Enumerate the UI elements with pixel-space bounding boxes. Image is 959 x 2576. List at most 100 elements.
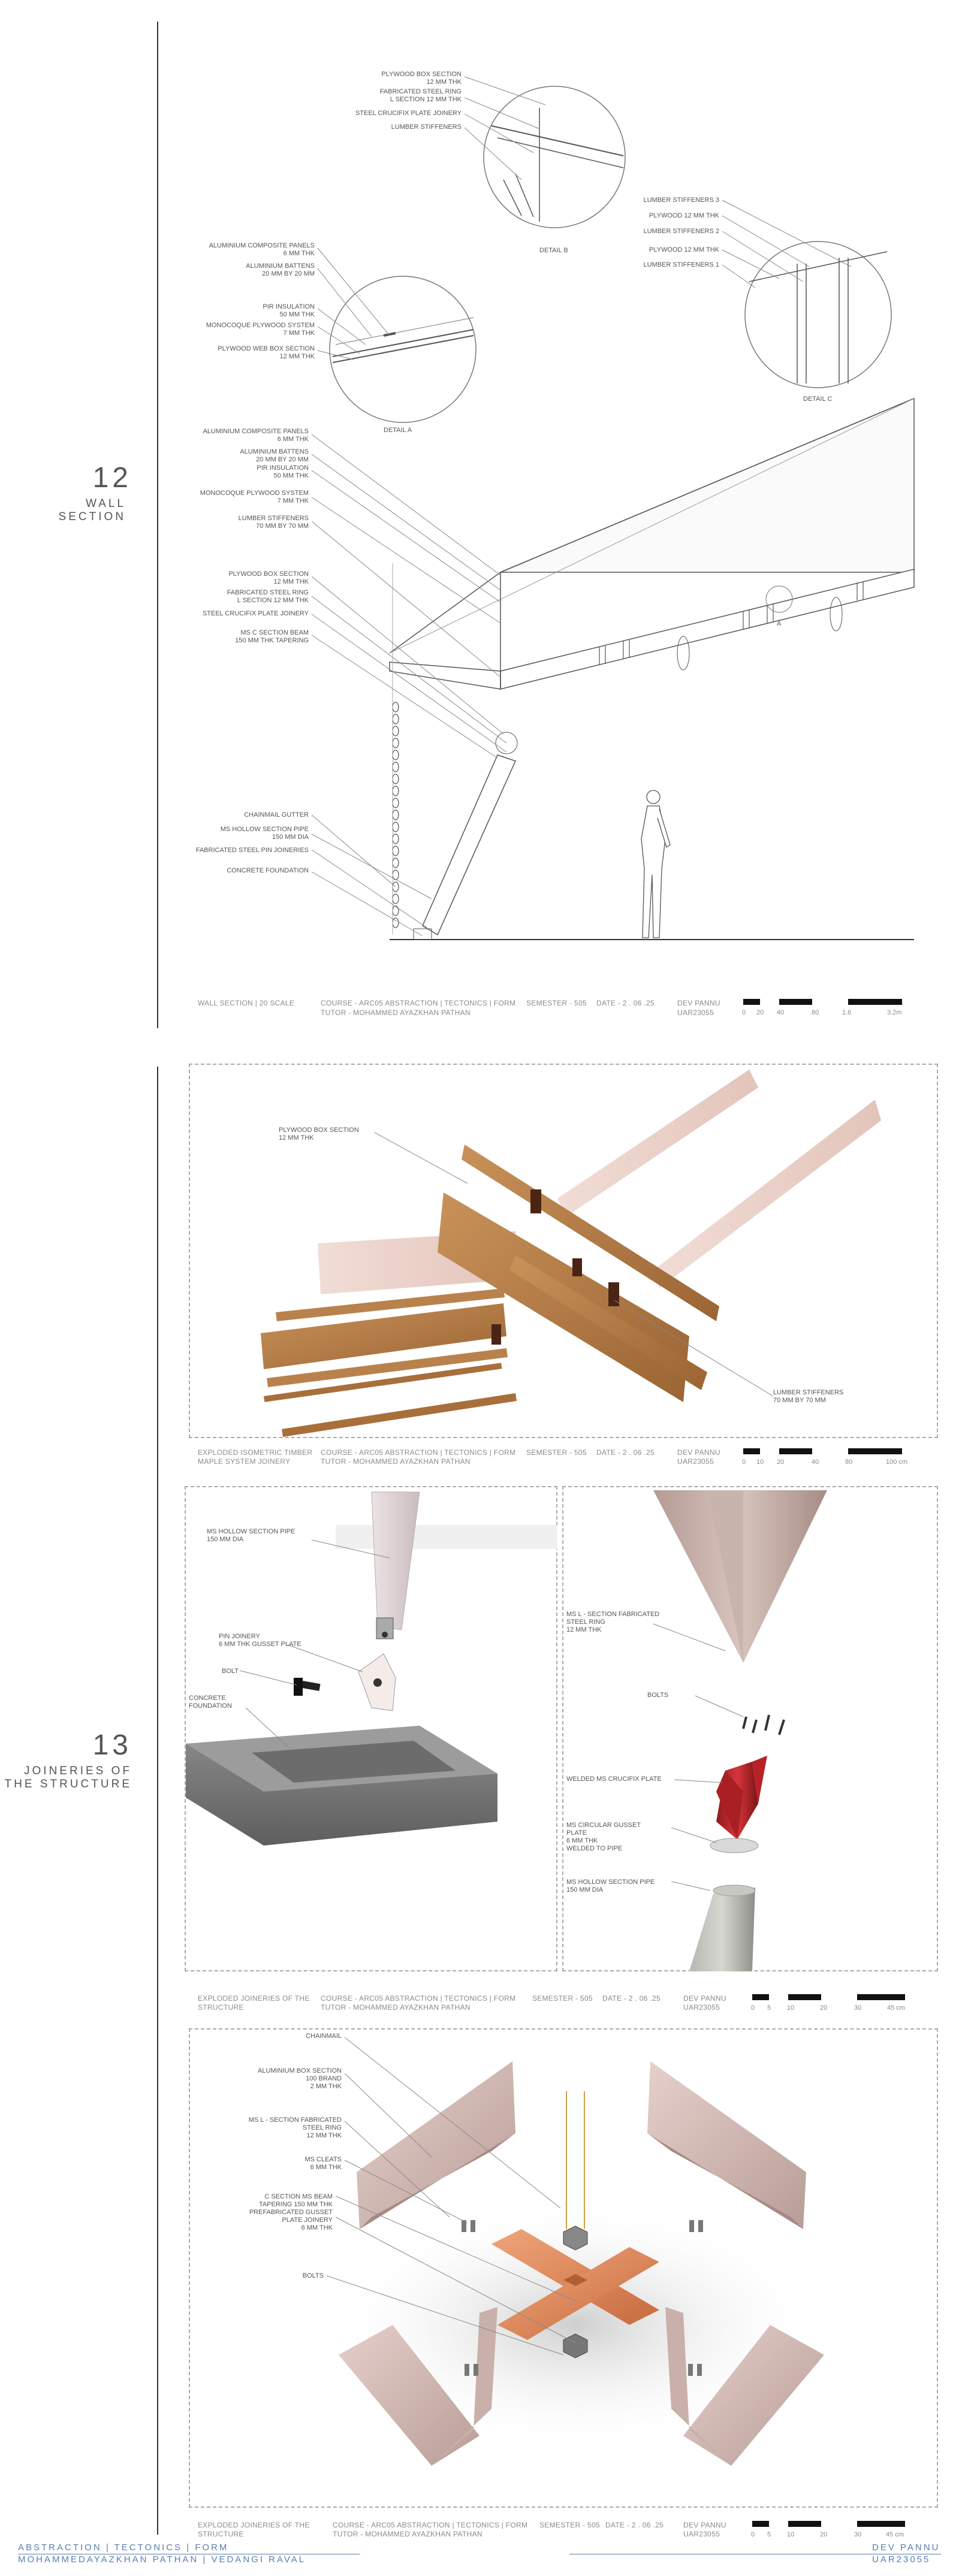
crucifix-label-4: 2 MM THK bbox=[310, 2083, 342, 2090]
tb-timber-tutor: TUTOR - MOHAMMED AYAZKHAN PATHAN bbox=[321, 1457, 471, 1466]
tb3-tutor: TUTOR - MOHAMMED AYAZKHAN PATHAN bbox=[333, 2530, 482, 2538]
detail-a-label-1: ALUMINIUM COMPOSITE PANELS bbox=[209, 242, 315, 249]
detail-c-caption: DETAIL C bbox=[803, 395, 833, 403]
ring-label-3: 12 MM THK bbox=[566, 1626, 602, 1633]
tb3-drawing-l1: EXPLODED JOINERIES OF THE bbox=[198, 2521, 310, 2529]
timber-label-4: 70 MM BY 70 MM bbox=[773, 1397, 826, 1404]
tb-timber-semester: SEMESTER - 505 bbox=[526, 1448, 587, 1457]
timber-label-3: LUMBER STIFFENERS bbox=[773, 1389, 844, 1396]
tb-timber-drawing-l2: MAPLE SYSTEM JOINERY bbox=[198, 1457, 291, 1466]
tb3-student: DEV PANNU bbox=[683, 2521, 726, 2529]
tb2-date: DATE - 2 . 06 .25 bbox=[602, 1994, 661, 2003]
wall-label-19: MS HOLLOW SECTION PIPE bbox=[220, 826, 309, 833]
wall-label-8: 7 MM THK bbox=[277, 497, 309, 505]
wall-label-18: CHAINMAIL GUTTER bbox=[244, 811, 309, 819]
detail-a-label-5: PIR INSULATION bbox=[263, 303, 315, 310]
tb2-scalebar bbox=[752, 1994, 908, 2000]
tb2-tick-0: 0 bbox=[751, 2004, 755, 2012]
section-13-divider bbox=[157, 1067, 158, 2535]
detail-c-label-4: PLYWOOD 12 MM THK bbox=[649, 246, 719, 253]
crucifix-label-11: TAPERING 150 MM THK bbox=[258, 2201, 333, 2208]
detail-c-label-2: PLYWOOD 12 MM THK bbox=[649, 212, 719, 219]
tb3-semester: SEMESTER - 505 bbox=[539, 2521, 600, 2529]
tb3-scalebar bbox=[752, 2521, 908, 2527]
tb-timber-course: COURSE - ARC05 ABSTRACTION | TECTONICS |… bbox=[321, 1448, 516, 1457]
ring-label-1: MS L - SECTION FABRICATED bbox=[566, 1611, 660, 1618]
detail-b-label-4: L SECTION 12 MM THK bbox=[390, 96, 462, 103]
tb-timber-tick-4: 80 bbox=[845, 1458, 853, 1466]
tb-timber-drawing-l1: EXPLODED ISOMETRIC TIMBER bbox=[198, 1448, 313, 1457]
detail-a-label-4: 20 MM BY 20 MM bbox=[262, 270, 315, 277]
tb2-semester: SEMESTER - 505 bbox=[532, 1994, 593, 2003]
detail-a-label-9: PLYWOOD WEB BOX SECTION bbox=[218, 345, 315, 352]
section-13-number: 13 bbox=[92, 1729, 132, 1761]
tb12-tick-5: 3.2m bbox=[887, 1009, 902, 1016]
footer-course-title: ABSTRACTION | TECTONICS | FORM bbox=[18, 2542, 229, 2553]
ring-label-4: BOLTS bbox=[647, 1692, 669, 1699]
ring-label-6: MS CIRCULAR GUSSET bbox=[566, 1822, 641, 1829]
detail-b-label-6: LUMBER STIFFENERS bbox=[391, 123, 462, 131]
crucifix-label-10: C SECTION MS BEAM bbox=[264, 2193, 333, 2200]
tb2-tutor: TUTOR - MOHAMMED AYAZKHAN PATHAN bbox=[321, 2003, 471, 2012]
tb-timber-date: DATE - 2 . 06 .25 bbox=[596, 1448, 655, 1457]
wall-label-6: 50 MM THK bbox=[273, 472, 309, 479]
wall-label-2: 6 MM THK bbox=[277, 436, 309, 443]
tb12-tick-2: 40 bbox=[777, 1009, 785, 1016]
wall-label-13: FABRICATED STEEL RING bbox=[227, 589, 309, 596]
tb12-date: DATE - 2 . 06 .25 bbox=[596, 999, 655, 1007]
wall-label-22: CONCRETE FOUNDATION bbox=[227, 867, 309, 874]
tb2-drawing-l1: EXPLODED JOINERIES OF THE bbox=[198, 1994, 310, 2003]
wall-label-1: ALUMINIUM COMPOSITE PANELS bbox=[203, 428, 309, 435]
detail-a-drawing bbox=[317, 247, 477, 423]
tb3-roll: UAR23055 bbox=[683, 2530, 720, 2538]
wall-label-16: MS C SECTION BEAM bbox=[240, 629, 309, 636]
section-13-title-line1: JOINERIES OF bbox=[24, 1765, 132, 1777]
tb-timber-tick-3: 40 bbox=[812, 1458, 819, 1466]
section-12-title-line2: SECTION bbox=[58, 511, 126, 523]
tb3-drawing-l2: STRUCTURE bbox=[198, 2530, 244, 2538]
ring-label-10: MS HOLLOW SECTION PIPE bbox=[566, 1879, 655, 1886]
tb2-drawing-l2: STRUCTURE bbox=[198, 2003, 244, 2012]
wall-label-15: STEEL CRUCIFIX PLATE JOINERY bbox=[202, 610, 309, 617]
footer-student-roll: UAR23055 bbox=[872, 2554, 931, 2565]
crucifix-label-5: MS L - SECTION FABRICATED bbox=[248, 2116, 342, 2124]
tb12-drawing: WALL SECTION | 20 SCALE bbox=[198, 999, 295, 1007]
ring-label-7: PLATE bbox=[566, 1829, 587, 1837]
wall-label-20: 150 MM DIA bbox=[272, 833, 309, 841]
detail-a-caption: DETAIL A bbox=[384, 427, 412, 434]
ring-label-2: STEEL RING bbox=[566, 1618, 605, 1626]
tb-timber-scalebar bbox=[743, 1448, 905, 1454]
pin-label-6: CONCRETE bbox=[189, 1695, 226, 1702]
crucifix-label-13: PLATE JOINERY bbox=[282, 2216, 333, 2224]
tb2-tick-4: 30 bbox=[854, 2004, 862, 2012]
detail-c-label-1: LUMBER STIFFENERS 3 bbox=[643, 197, 719, 204]
tb2-tick-1: 5 bbox=[767, 2004, 771, 2012]
tb12-tick-3: 80 bbox=[812, 1009, 819, 1016]
crucifix-joinery-drawing bbox=[324, 2037, 827, 2466]
tb12-scalebar bbox=[743, 999, 905, 1005]
tb12-tutor: TUTOR - MOHAMMED AYAZKHAN PATHAN bbox=[321, 1008, 471, 1017]
wall-label-7: MONOCOQUE PLYWOOD SYSTEM bbox=[200, 490, 309, 497]
detail-c-drawing bbox=[722, 200, 892, 388]
tb3-tick-0: 0 bbox=[751, 2531, 755, 2538]
wall-label-14: L SECTION 12 MM THK bbox=[237, 597, 309, 604]
section-12-title-line1: WALL bbox=[85, 497, 126, 510]
wall-label-17: 150 MM THK TAPERING bbox=[235, 637, 309, 644]
tb3-tick-5: 45 cm bbox=[886, 2531, 904, 2538]
pin-label-2: 150 MM DIA bbox=[207, 1536, 244, 1543]
crucifix-label-2: ALUMINIUM BOX SECTION bbox=[258, 2067, 342, 2074]
wall-label-11: PLYWOOD BOX SECTION bbox=[228, 570, 309, 578]
detail-b-label-1: PLYWOOD BOX SECTION bbox=[381, 71, 462, 78]
tb2-roll: UAR23055 bbox=[683, 2003, 720, 2012]
wall-label-4: 20 MM BY 20 MM bbox=[256, 456, 309, 463]
tb2-course: COURSE - ARC05 ABSTRACTION | TECTONICS |… bbox=[321, 1994, 516, 2003]
detail-b-label-2: 12 MM THK bbox=[426, 78, 462, 86]
ring-label-11: 150 MM DIA bbox=[566, 1886, 604, 1894]
tb12-tick-0: 0 bbox=[742, 1009, 746, 1016]
detail-a-label-3: ALUMINIUM BATTENS bbox=[246, 262, 315, 270]
crucifix-label-1: CHAINMAIL bbox=[306, 2033, 342, 2040]
tb2-student: DEV PANNU bbox=[683, 1994, 726, 2003]
crucifix-label-7: 12 MM THK bbox=[306, 2132, 342, 2139]
timber-label-1: PLYWOOD BOX SECTION bbox=[279, 1127, 359, 1134]
detail-c-label-5: LUMBER STIFFENERS 1 bbox=[643, 261, 719, 268]
